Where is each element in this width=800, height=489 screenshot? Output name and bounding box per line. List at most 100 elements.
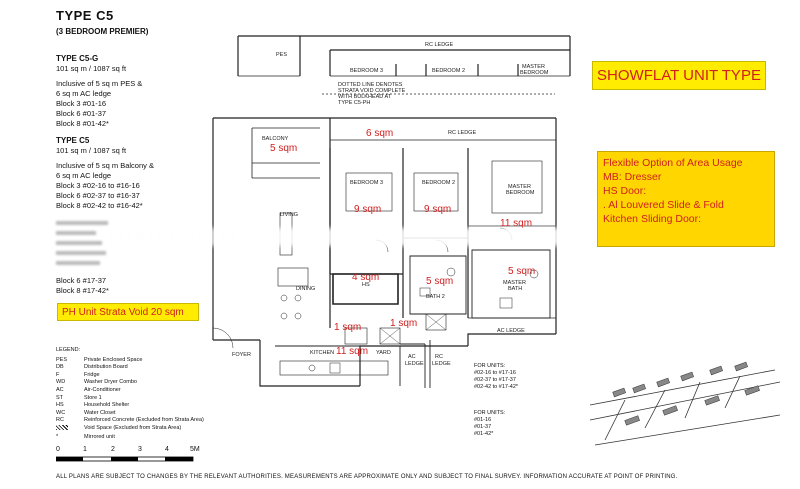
spec-ph-block: Block 8 #17-42* [56,286,109,295]
legend-key: RC [56,417,64,424]
legend-key: * [56,433,59,440]
spec-c5-incl: 6 sq m AC ledge [56,171,112,180]
label-master-bath: MASTER [503,280,526,286]
label-hs: HS [362,282,370,288]
legend-key: F [56,371,60,378]
legend-value: Mirrored unit [84,433,115,440]
legend-value: Distribution Board [84,364,128,371]
units-heading: FOR UNITS: [474,363,506,369]
scale-tick: 5M [190,446,200,453]
label-balcony: BALCONY [262,136,289,142]
area-balcony: 5 sqm [270,143,297,154]
legend-value: Air-Conditioner [84,386,121,393]
spec-c5g-incl: Inclusive of 5 sq m PES & [56,79,143,88]
label-ac: AC [408,354,416,360]
area-bath2: 5 sqm [426,276,453,287]
legend-key: ST [56,394,64,401]
redacted-spec [56,218,116,276]
units-line: #01-16 [474,417,492,423]
label-rc-ledge-top: RC LEDGE [425,42,453,48]
units-heading: FOR UNITS: [474,410,506,416]
legend-value: Private Enclosed Space [84,356,143,363]
flex-note-line: HS Door: [603,185,647,197]
dotted-note: DOTTED LINE DENOTES [338,82,403,88]
area-master-bath: 5 sqm [508,266,535,277]
label-rc-ledge-2: LEDGE [432,361,451,367]
label-bedroom3: BEDROOM 3 [350,180,383,186]
area-store: 1 sqm [334,322,361,333]
spec-c5-incl: Inclusive of 5 sq m Balcony & [56,161,154,170]
area-bedroom3: 9 sqm [354,204,381,215]
units-line: #02-42 to #17-42* [474,384,519,390]
legend-value: Store 1 [84,394,102,401]
spec-c5-block: Block 6 #02-37 to #16-37 [56,191,140,200]
spec-c5-heading: TYPE C5 [56,136,90,145]
scale-tick: 2 [111,446,115,453]
flex-note-line: Kitchen Sliding Door: [603,213,702,225]
legend-key: DB [56,364,64,371]
legend-value: Household Shelter [84,402,130,409]
dotted-note: TYPE C5-PH [338,100,370,106]
area-hs: 4 sqm [352,272,379,283]
label-bedroom2: BEDROOM 2 [422,180,455,186]
spec-c5: TYPE C5 101 sq m / 1087 sq ft Inclusive … [56,136,154,211]
area-ledge: 6 sqm [366,128,393,139]
units-line: #02-37 to #17-37 [474,377,516,383]
legend-value: Void Space (Excluded from Strata Area) [84,424,182,431]
label-rc-ledge: RC LEDGE [448,130,476,136]
flex-note-line: MB: Dresser [603,171,662,183]
units-list-upper: FOR UNITS: #02-16 to #17-16 #02-37 to #1… [474,363,518,391]
units-line: #01-42* [474,431,494,437]
label-foyer: FOYER [232,352,251,358]
area-master: 11 sqm [500,218,532,229]
flexible-area-usage-note: Flexible Option of Area Usage MB: Dresse… [597,151,775,247]
legend-key: AC [56,386,64,393]
legend-value: Reinforced Concrete (Excluded from Strat… [84,417,204,424]
label-yard: YARD [376,350,391,356]
dotted-note: WITH BULKHEAD AT [338,94,392,100]
disclaimer: ALL PLANS ARE SUBJECT TO CHANGES BY THE … [56,474,678,480]
label-master-bath: BATH [508,286,522,292]
spec-c5g-block: Block 6 #01-37 [56,109,107,118]
label-bath2: BATH 2 [426,294,445,300]
label-master: MASTER [508,184,531,190]
area-yard-small: 1 sqm [390,318,417,329]
spec-c5-size: 101 sq m / 1087 sq ft [56,146,127,155]
label-master-top: MASTER [522,64,545,70]
spec-c5-block: Block 3 #02-16 to #16-16 [56,181,140,190]
spec-c5g-block: Block 8 #01-42* [56,119,109,128]
flex-note-line: Flexible Option of Area Usage [603,157,743,169]
legend-value: Washer Dryer Combo [84,379,137,386]
area-bedroom2: 9 sqm [424,204,451,215]
floor-plan: PES RC LEDGE BEDROOM 3 BEDROOM 2 MASTER … [212,35,571,388]
dotted-note: STRATA VOID COMPLETE [338,88,406,94]
legend-key: WD [56,379,66,386]
spec-c5g-heading: TYPE C5-G [56,54,99,63]
units-line: #01-37 [474,424,492,430]
showflat-unit-type-badge: SHOWFLAT UNIT TYPE [592,61,766,90]
label-living: LIVING [280,212,298,218]
scale-bar: 0 1 2 3 4 5M [56,446,206,466]
legend-key: WC [56,409,66,416]
scale-tick: 3 [138,446,142,453]
flex-note-line: . Al Louvered Slide & Fold [603,199,724,211]
scale-tick: 1 [83,446,87,453]
label-dining: DINING [296,286,315,292]
label-bedroom-top: BEDROOM [520,70,549,76]
legend-key: HS [56,402,64,409]
spec-c5g-block: Block 3 #01-16 [56,99,107,108]
legend-value: Fridge [84,371,100,378]
label-ac-ledge-2: LEDGE [405,361,424,367]
ph-strata-void-note: PH Unit Strata Void 20 sqm [57,303,199,321]
legend-title: LEGEND: [56,347,81,353]
spec-ph-block: Block 6 #17-37 [56,276,107,285]
spec-c5g-incl: 6 sq m AC ledge [56,89,112,98]
key-plan [589,361,781,446]
label-rc: RC [435,354,443,360]
label-master-bedroom: BEDROOM [506,190,535,196]
units-line: #02-16 to #17-16 [474,370,516,376]
label-bedroom3-top: BEDROOM 3 [350,68,383,74]
scale-tick: 0 [56,446,60,453]
void-hatch-icon [56,424,84,434]
